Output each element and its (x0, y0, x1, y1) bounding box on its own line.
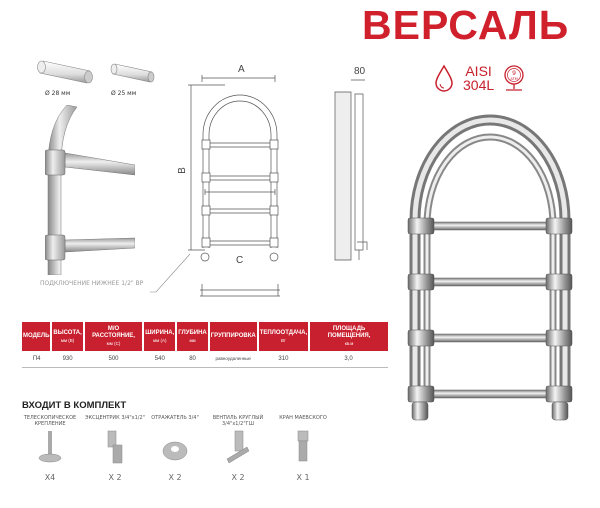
cell-depth: 80 (176, 351, 209, 368)
col-heat-output: ТЕПЛООТДАЧА,Вт (257, 322, 311, 351)
pipe-25-label: Ø 25 мм (111, 90, 137, 97)
kit-item: КРАН МАЕВСКОГО X 1 (268, 415, 338, 482)
material-line1: AISI (465, 63, 492, 79)
kit-item-name: КРАН МАЕВСКОГО (279, 415, 327, 421)
col-width: ШИРИНА,мм (A) (143, 322, 178, 351)
material-line2: 304L (463, 77, 495, 93)
kit-item-name: ЭКСЦЕНТРИК 3/4"x1/2" (85, 415, 145, 421)
cell-width: 540 (143, 351, 177, 368)
cell-model: П4 (22, 351, 52, 368)
joint-closeup-image (45, 105, 135, 275)
front-dimension-drawing (188, 75, 280, 297)
product-title: ВЕРСАЛЬ (362, 2, 570, 48)
kit-item: ЭКСЦЕНТРИК 3/4"x1/2" X 2 (80, 415, 150, 482)
cell-height: 930 (51, 351, 84, 368)
spec-table: МОДЕЛЬ ВЫСОТА,мм (B) М/О РАССТОЯНИЕ,мм (… (22, 322, 388, 368)
kit-item-name: ТЕЛЕСКОПИЧЕСКОЕ КРЕПЛЕНИЕ (23, 415, 77, 427)
cell-room-area: 3,0 (309, 351, 388, 368)
valve-icon (226, 430, 250, 464)
connection-note: ПОДКЛЮЧЕНИЕ НИЖНЕЕ 1/2" ВР (40, 280, 144, 287)
pressure-value: 9 (512, 70, 516, 77)
mayevsky-valve-icon (297, 430, 309, 462)
col-room-area: ПЛОЩАДЬ ПОМЕЩЕНИЯ,кв.м (309, 322, 388, 351)
col-height: ВЫСОТА,мм (B) (51, 322, 85, 351)
dim-c-label: C (236, 255, 244, 266)
kit-item: ВЕНТИЛЬ КРУГЛЫЙ 3/4"x1/2"ГШ X 2 (203, 415, 273, 482)
dim-a-label: A (238, 64, 245, 75)
reflector-icon (162, 441, 188, 461)
cell-heat-output: 310 (257, 351, 310, 368)
cell-grouping: равноудаленные (208, 351, 258, 368)
side-dimension-drawing (334, 79, 368, 261)
table-row: П4 930 500 540 80 равноудаленные 310 3,0 (22, 351, 388, 368)
cell-center-distance: 500 (83, 351, 144, 368)
dim-b-label: B (176, 167, 188, 174)
kit-item: ТЕЛЕСКОПИЧЕСКОЕ КРЕПЛЕНИЕ X4 (15, 415, 85, 482)
kit-title: ВХОДИТ В КОМПЛЕКТ (22, 400, 127, 411)
col-center-distance: М/О РАССТОЯНИЕ,мм (C) (83, 322, 145, 351)
product-photo (407, 114, 573, 421)
pipe-28-label: Ø 28 мм (45, 90, 71, 97)
telescopic-mount-icon (38, 431, 62, 463)
kit-item-qty: X 1 (296, 473, 310, 482)
kit-item-name: ОТРАЖАТЕЛЬ 3/4" (151, 415, 199, 421)
water-drop-icon (435, 64, 453, 92)
pipe-25-icon (110, 63, 155, 83)
kit-item-qty: X 2 (231, 473, 245, 482)
pipe-samples (37, 60, 155, 84)
kit-item-name: ВЕНТИЛЬ КРУГЛЫЙ 3/4"x1/2"ГШ (212, 415, 264, 427)
pipe-28-icon (37, 60, 93, 84)
kit-item: ОТРАЖАТЕЛЬ 3/4" X 2 (140, 415, 210, 482)
kit-item-qty: X4 (44, 473, 56, 482)
pressure-unit: ATM (510, 77, 517, 81)
kit-item-qty: X 2 (168, 473, 182, 482)
connection-leader-line (150, 253, 191, 293)
eccentric-icon (107, 430, 123, 464)
depth-label: 80 (354, 66, 366, 77)
kit-item-qty: X 2 (108, 473, 122, 482)
col-grouping: ГРУППИРОВКА (208, 322, 259, 351)
col-model: МОДЕЛЬ (22, 322, 53, 351)
